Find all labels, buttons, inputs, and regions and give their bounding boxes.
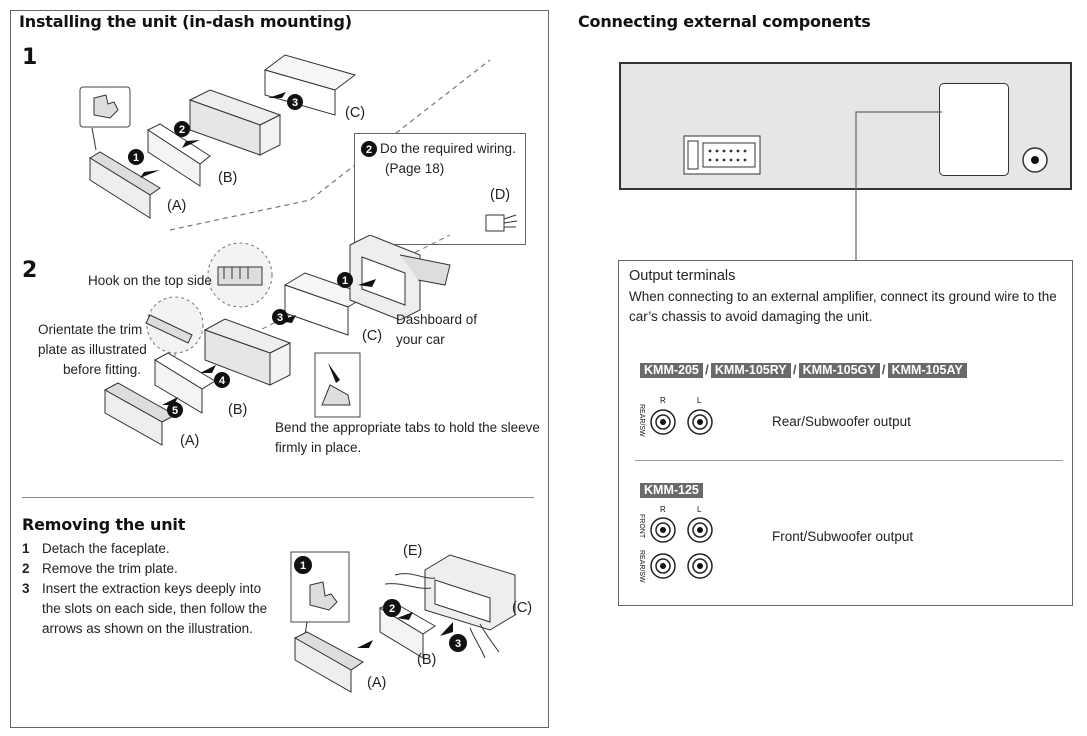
output-terminal-block: [939, 83, 1009, 176]
label-a-step1: (A): [167, 198, 187, 214]
wiring-number-icon: 2: [361, 141, 377, 157]
rca-jack-icon: [687, 517, 713, 543]
install-section-frame: [10, 10, 549, 728]
step-2-number: 2: [22, 258, 38, 283]
label-a-remove: (A): [367, 675, 387, 691]
svg-text:3: 3: [292, 97, 298, 109]
label-b-step1: (B): [218, 170, 238, 186]
finger-press-icon: [79, 86, 131, 128]
label-c-step2: (C): [362, 328, 383, 344]
label-e: (E): [403, 543, 423, 559]
hook-detail-magnifier: [207, 242, 273, 308]
orientate-note-1: Orientate the trim: [38, 322, 143, 337]
wiring-harness-port-icon: [683, 135, 761, 175]
ground-terminal-icon: [1022, 147, 1048, 173]
model-badge: KMM-125: [640, 483, 703, 498]
label-c-step1: (C): [345, 105, 366, 121]
rear-subwoofer-output-label: Rear/Subwoofer output: [772, 414, 911, 429]
rear-sw-label: REAR/SW: [638, 404, 645, 437]
trim-orientation-magnifier: [145, 296, 204, 354]
badge-2: [174, 121, 190, 137]
wiring-note: Do the required wiring.: [380, 141, 516, 156]
front-label: FRONT: [638, 514, 645, 539]
rca-jack-icon: [687, 409, 713, 435]
removing-illustration: 1 2 3: [290, 551, 516, 693]
svg-text:3: 3: [277, 312, 283, 324]
orientate-note-3: before fitting.: [63, 362, 142, 377]
bend-tabs-note-2: firmly in place.: [275, 440, 362, 455]
label-b-remove: (B): [417, 652, 437, 668]
rear-sw-label-2: REAR/SW: [638, 550, 645, 583]
dashboard-note-1: Dashboard of: [396, 312, 478, 327]
output-terminals-title: Output terminals: [629, 268, 736, 284]
rca-jacks-rear: [650, 409, 713, 435]
svg-text:1: 1: [342, 275, 348, 287]
dashboard-note-2: your car: [396, 332, 445, 347]
external-title: Connecting external components: [578, 12, 871, 31]
group-divider: [635, 460, 1063, 461]
wiring-page-ref: (Page 18): [385, 161, 445, 176]
faceplate-a: [89, 151, 161, 219]
svg-text:1: 1: [133, 152, 139, 164]
jack-label-l-2: L: [697, 505, 702, 514]
jack-label-l: L: [697, 396, 702, 405]
step-arrows: [140, 92, 286, 178]
label-b-step2: (B): [228, 402, 248, 418]
model-list-2: KMM-125: [640, 481, 703, 499]
svg-text:1: 1: [300, 560, 306, 572]
model-list-1: KMM-205/KMM-105RY/KMM-105GY/KMM-105AY: [640, 361, 967, 379]
label-d: (D): [490, 187, 511, 203]
badge-3: [287, 94, 303, 110]
orientate-note-2: plate as illustrated: [38, 342, 147, 357]
svg-text:2: 2: [179, 124, 185, 136]
model-badge: KMM-105RY: [710, 363, 791, 378]
label-c-remove: (C): [512, 600, 533, 616]
svg-text:2: 2: [389, 603, 395, 615]
removing-title: Removing the unit: [22, 515, 186, 534]
jack-label-r-2: R: [660, 505, 666, 514]
badge-1: [128, 149, 144, 165]
hook-note: Hook on the top side: [88, 273, 212, 288]
trim-plate-b: [146, 123, 211, 187]
model-badge: KMM-105GY: [798, 363, 880, 378]
front-subwoofer-output-label: Front/Subwoofer output: [772, 529, 914, 544]
callout-leader-line: [855, 111, 942, 261]
output-desc-1: When connecting to an external amplifier…: [629, 289, 1057, 304]
model-badge: KMM-105AY: [887, 363, 967, 378]
svg-text:2: 2: [366, 144, 372, 156]
rca-jack-icon: [650, 517, 676, 543]
label-a-step2: (A): [180, 433, 200, 449]
rca-jack-icon: [650, 409, 676, 435]
model-badge: KMM-205: [640, 363, 703, 378]
section-divider: [22, 497, 534, 498]
bend-tabs-note-1: Bend the appropriate tabs to hold the sl…: [275, 420, 540, 435]
step-1-number: 1: [22, 45, 38, 70]
rca-jacks-front-rear: [650, 517, 713, 579]
svg-text:3: 3: [455, 638, 461, 650]
bend-tab-detail: [314, 352, 361, 418]
rca-jack-icon: [650, 553, 676, 579]
step-1-illustration: 1 2 3: [79, 54, 491, 231]
step-2-illustration: 1 3 4 5: [103, 235, 451, 446]
output-terminals-box: [618, 260, 1073, 606]
jack-label-r: R: [660, 396, 666, 405]
rca-jack-icon: [687, 553, 713, 579]
svg-text:4: 4: [219, 375, 226, 387]
install-title: Installing the unit (in-dash mounting): [19, 12, 352, 31]
main-unit: [188, 89, 282, 156]
wiring-connector-icon: [485, 214, 518, 232]
mounting-sleeve-c: [263, 54, 357, 116]
output-desc-2: car’s chassis to avoid damaging the unit…: [629, 309, 873, 324]
svg-text:5: 5: [172, 405, 178, 417]
divider-dashed-line: [169, 59, 491, 231]
